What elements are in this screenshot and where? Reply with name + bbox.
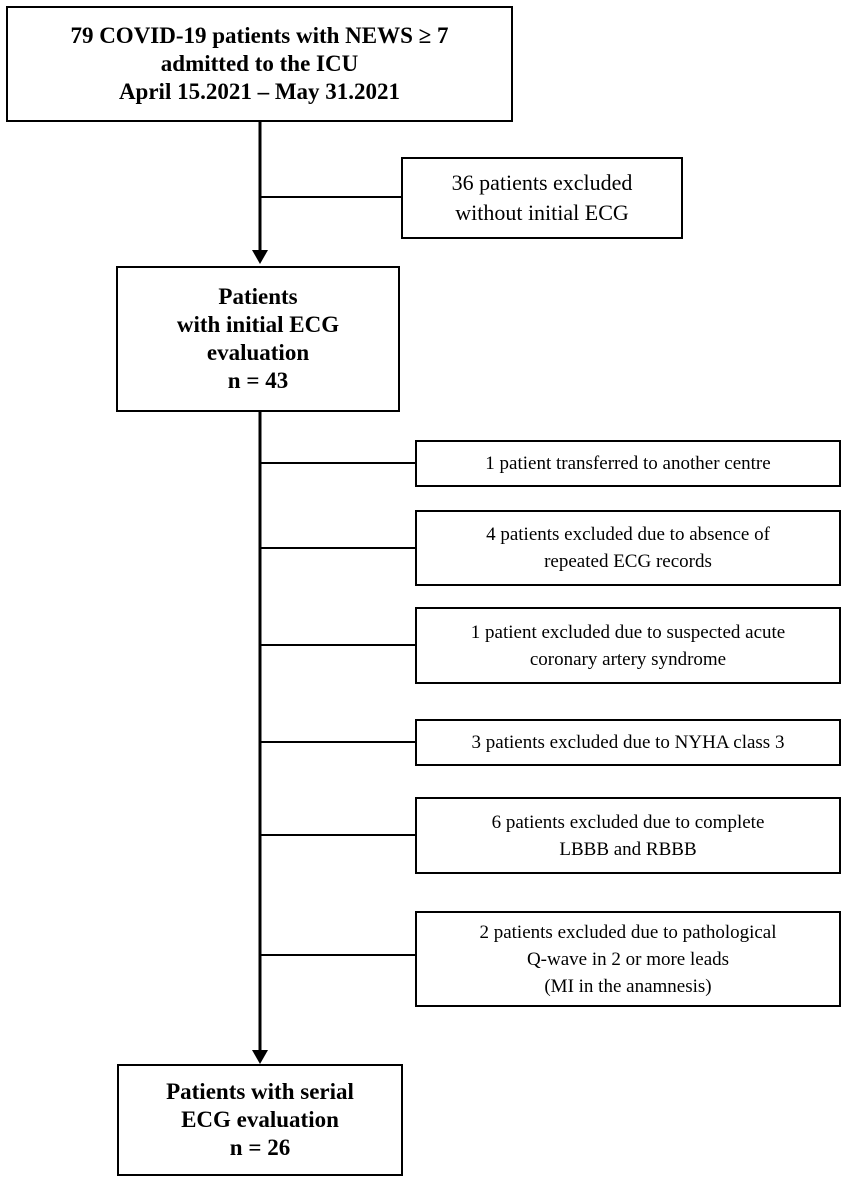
exclusion-first-line-1: 36 patients excluded (451, 170, 633, 195)
exclusion-1-line-1: 1 patient transferred to another centre (485, 453, 771, 474)
arrow-head-end (252, 1050, 268, 1064)
end-line-3: n = 26 (229, 1135, 291, 1160)
exclusion-box-2: 4 patients excluded due to absence of re… (415, 510, 841, 586)
exclusion-box-1: 1 patient transferred to another centre (415, 440, 841, 487)
start-line-2: admitted to the ICU (160, 51, 359, 76)
end-box: Patients with serial ECG evaluation n = … (117, 1064, 403, 1176)
exclusion-box-4: 3 patients excluded due to NYHA class 3 (415, 719, 841, 766)
exclusion-5-line-2: LBBB and RBBB (559, 838, 697, 860)
exclusion-6-line-3: (MI in the anamnesis) (544, 975, 712, 997)
exclusion-6-line-2: Q-wave in 2 or more leads (526, 948, 730, 970)
middle-box: Patients with initial ECG evaluation n =… (116, 266, 400, 412)
exclusion-3-line-1: 1 patient excluded due to suspected acut… (470, 621, 786, 643)
exclusion-4-line-1: 3 patients excluded due to NYHA class 3 (471, 732, 785, 753)
end-line-2: ECG evaluation (181, 1107, 339, 1132)
start-line-3: April 15.2021 – May 31.2021 (118, 79, 401, 104)
end-line-1: Patients with serial (166, 1079, 354, 1104)
exclusion-box-6: 2 patients excluded due to pathological … (415, 911, 841, 1007)
middle-line-1: Patients (218, 284, 298, 309)
exclusion-first-line-2: without initial ECG (455, 200, 629, 225)
exclusion-box-first: 36 patients excluded without initial ECG (401, 157, 683, 239)
start-line-1: 79 COVID-19 patients with NEWS ≥ 7 (70, 23, 449, 48)
exclusion-6-line-1: 2 patients excluded due to pathological (479, 921, 777, 943)
exclusion-box-3: 1 patient excluded due to suspected acut… (415, 607, 841, 684)
exclusion-2-line-1: 4 patients excluded due to absence of (486, 524, 770, 545)
middle-line-3: evaluation (206, 340, 310, 365)
middle-line-2: with initial ECG (176, 312, 340, 337)
exclusion-3-line-2: coronary artery syndrome (529, 648, 727, 670)
arrow-head-middle (252, 250, 268, 264)
exclusion-box-5: 6 patients excluded due to complete LBBB… (415, 797, 841, 874)
exclusion-5-line-1: 6 patients excluded due to complete (491, 811, 765, 833)
exclusion-2-line-2: repeated ECG records (544, 551, 712, 572)
start-box: 79 COVID-19 patients with NEWS ≥ 7 admit… (6, 6, 513, 122)
middle-line-4: n = 43 (227, 368, 289, 393)
